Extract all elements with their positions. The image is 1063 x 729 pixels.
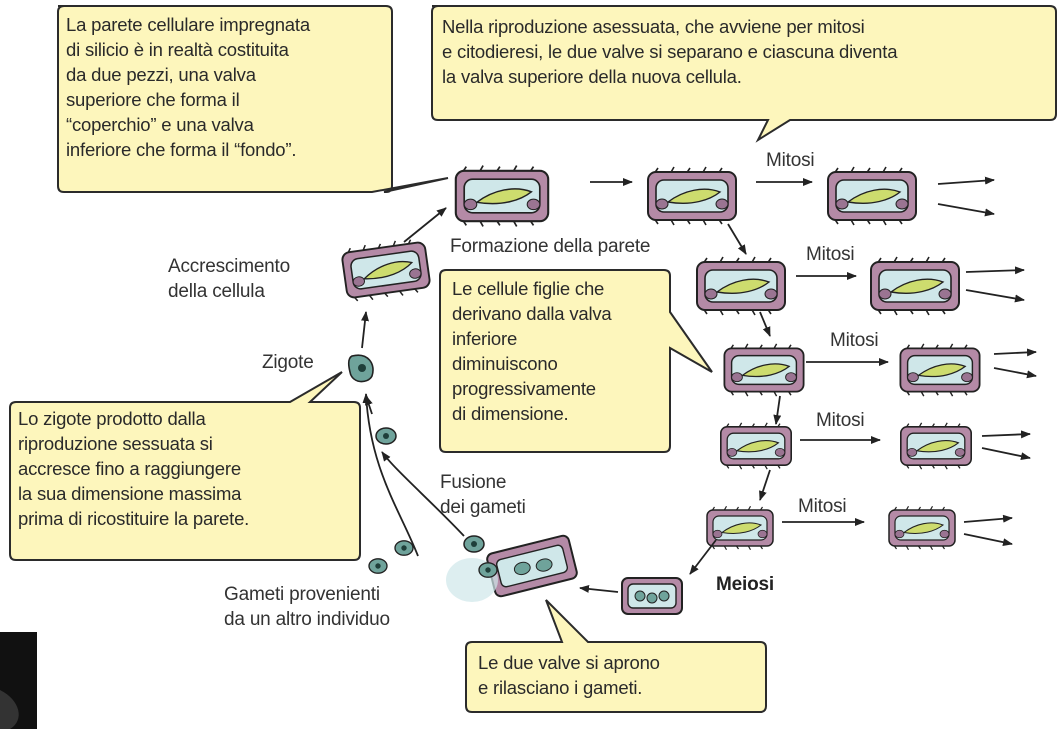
label-meiosis: Meiosi bbox=[716, 574, 774, 595]
cell-mitosis-d bbox=[719, 421, 793, 471]
cell-mitosis-b2 bbox=[870, 256, 960, 316]
cell-mitosis-d2 bbox=[899, 421, 973, 471]
callout-daughter-cells-text: Le cellule figlie che derivano dalla val… bbox=[452, 278, 612, 424]
callout-cell-wall-text: La parete cellulare impregnata di silici… bbox=[66, 14, 310, 160]
callout-valves-open-text: Le due valve si aprono e rilasciano i ga… bbox=[478, 652, 660, 698]
label-cell-growth: Accrescimento della cellula bbox=[168, 256, 290, 302]
cell-open-valves bbox=[486, 534, 578, 598]
cell-mitosis-e bbox=[706, 505, 774, 551]
cell-mitosis-c2 bbox=[899, 342, 981, 398]
zygote-cell bbox=[347, 354, 374, 383]
cell-mitosis-a bbox=[647, 166, 737, 226]
callout-cell-wall-box bbox=[57, 5, 449, 193]
label-mitosis-2: Mitosi bbox=[806, 244, 855, 265]
label-mitosis-3: Mitosi bbox=[830, 330, 879, 351]
cell-mitosis-c bbox=[723, 342, 805, 398]
label-mitosis-5: Mitosi bbox=[798, 496, 847, 517]
callout-asexual-box bbox=[431, 5, 1057, 143]
cell-meiosis bbox=[621, 577, 683, 615]
callout-zygote-box bbox=[9, 371, 361, 561]
label-gametes-other: Gameti provenienti da un altro individuo bbox=[224, 584, 390, 630]
callout-asexual-text: Nella riproduzione asessuata, che avvien… bbox=[442, 16, 898, 87]
cycle-arrows bbox=[361, 176, 1037, 593]
label-zygote: Zigote bbox=[262, 352, 314, 373]
cell-mitosis-a2 bbox=[827, 166, 917, 226]
cell-wall-formation bbox=[454, 164, 550, 228]
callout-daughter-cells-box bbox=[439, 269, 713, 453]
label-wall-formation: Formazione della parete bbox=[450, 236, 651, 257]
callout-valves-open-box bbox=[465, 599, 767, 713]
cell-mitosis-e2 bbox=[888, 505, 956, 551]
label-mitosis-1: Mitosi bbox=[766, 150, 815, 171]
callout-zygote-text: Lo zigote prodotto dalla riproduzione se… bbox=[18, 408, 250, 529]
label-gamete-fusion: Fusione dei gameti bbox=[440, 472, 526, 518]
label-mitosis-4: Mitosi bbox=[816, 410, 865, 431]
cell-mitosis-b bbox=[696, 256, 786, 316]
